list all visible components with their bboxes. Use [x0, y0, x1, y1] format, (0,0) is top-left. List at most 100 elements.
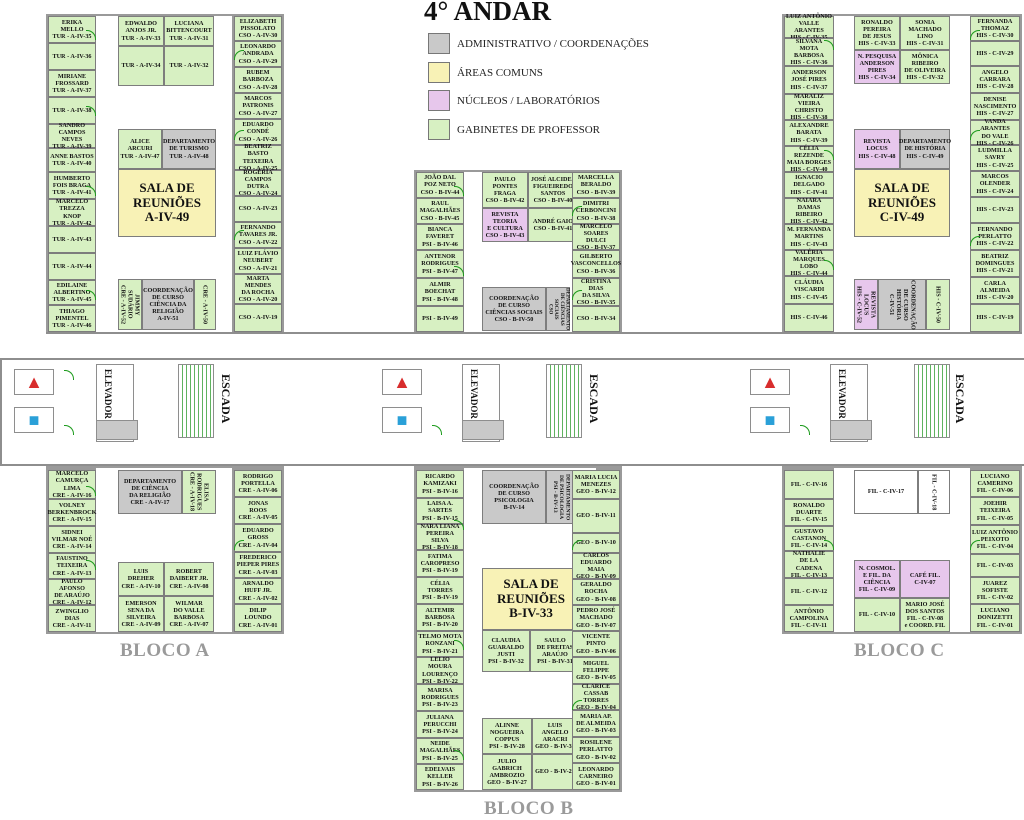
room[interactable]: CLARICE CASSAB TORRES GEO - B-IV-04 [572, 683, 620, 711]
room[interactable]: MARCELO TREZZA KNOP TUR - A-IV-42 [48, 198, 96, 227]
room[interactable]: MARCELLA BERALDO CSO - B-IV-39 [572, 172, 620, 198]
room[interactable]: CLAUDIA GUARALDO JUSTI PSI - B-IV-32 [482, 630, 530, 672]
meeting-room[interactable]: SALA DE REUNIÕES A-IV-49 [118, 169, 216, 237]
room[interactable]: CRISTINA DIAS DA SILVA CSO - B-IV-35 [572, 278, 620, 306]
room[interactable]: VICENTE PINTO GEO - B-IV-06 [572, 631, 620, 657]
room[interactable]: TUR - A-IV-43 [48, 226, 96, 253]
room[interactable]: HIS - C-IV-23 [970, 197, 1020, 223]
room[interactable]: LUCIANA BITTENCOURT TUR - A-IV-31 [164, 16, 214, 46]
room[interactable]: NATHALIE DE LA CADENA FIL - C-IV-13 [784, 550, 834, 579]
room[interactable]: SAULO DE FREITAS ARAÚJO PSI - B-IV-31 [530, 630, 580, 672]
room[interactable]: ARNALDO HUFF JR. CRE - A-IV-02 [234, 578, 282, 604]
room[interactable]: MARIA AP. DE ALMEIDA GEO - B-IV-03 [572, 710, 620, 737]
room[interactable]: EDUARDO CONDÉ CSO - A-IV-26 [234, 119, 282, 145]
room[interactable]: MARIA LUCIA MENEZES GEO - B-IV-12 [572, 470, 620, 499]
room[interactable]: ROGÉRIA CAMPOS DUTRA CSO - A-IV-24 [234, 169, 282, 197]
room[interactable]: JUAREZ SOFISTE FIL - C-IV-02 [970, 577, 1020, 604]
room[interactable]: JOEHIR TEIXEIRA FIL - C-IV-05 [970, 497, 1020, 525]
room[interactable]: TUR - A-IV-34 [118, 46, 164, 86]
room[interactable]: FIL - C-IV-03 [970, 554, 1020, 577]
room[interactable]: MÔNICA RIBEIRO DE OLIVEIRA HIS - C-IV-32 [900, 50, 950, 84]
room[interactable]: EDWALDO ANJOS JR. TUR - A-IV-33 [118, 16, 164, 46]
room[interactable]: BEATRIZ DOMINGUES HIS - C-IV-21 [970, 250, 1020, 277]
room[interactable]: ALTEMIR BARBOSA PSI - B-IV-20 [416, 604, 464, 631]
room[interactable]: LEONARDO ANDRADA CSO - A-IV-29 [234, 41, 282, 67]
room[interactable]: GILBERTO VASCONCELLOS CSO - B-IV-36 [571, 250, 621, 278]
room[interactable]: SONIA MACHADO LINO HIS - C-IV-31 [900, 16, 950, 50]
room[interactable]: MARCELO SOARES DULCI CSO - B-IV-37 [572, 223, 620, 251]
room[interactable]: DEPARTAMENTO DE HISTÓRIA HIS - C-IV-49 [899, 129, 951, 169]
restroom-male[interactable]: ■ [382, 407, 422, 433]
room[interactable]: CÉLIA TORRES PSI - B-IV-19 [416, 577, 464, 604]
room[interactable]: RODRIGO PORTELLA CRE - A-IV-06 [234, 470, 282, 497]
room[interactable]: DIMITRI CERBONCINI CSO - B-IV-38 [572, 198, 620, 224]
room[interactable]: LUIZ FLÁVIO NEUBERT CSO - A-IV-21 [234, 248, 282, 274]
room[interactable]: ALMIR BOECHAT PSI - B-IV-48 [416, 278, 464, 306]
room[interactable]: DEPARTAMENTO DE CIÊNCIA DA RELIGIÃO CRE … [118, 470, 182, 514]
room[interactable]: ANDERSON JOSÉ PIRES HIS - C-IV-37 [784, 66, 834, 94]
room[interactable]: N. PESQUISA ANDERSON PIRES HIS - C-IV-34 [854, 50, 900, 84]
room[interactable]: TUR - A-IV-44 [48, 253, 96, 280]
room[interactable]: ALICE ARCURI TUR - A-IV-47 [118, 129, 162, 169]
restroom-female[interactable]: ▲ [750, 369, 790, 395]
room[interactable]: MIGUEL FELIPPE GEO - B-IV-05 [572, 657, 620, 684]
room[interactable]: GEO - B-IV-10 [572, 533, 620, 553]
room[interactable]: RUBEM BARBOZA CSO - A-IV-28 [234, 67, 282, 93]
room[interactable]: CARLA ALMEIDA HIS - C-IV-20 [970, 277, 1020, 304]
room[interactable]: COORDENAÇÃO DE CURSO HISTÓRIA C-IV-51 [878, 279, 926, 330]
room[interactable]: FERNANDA THOMAZ HIS - C-IV-30 [970, 16, 1020, 41]
room[interactable]: CSO - B-IV-34 [572, 306, 620, 332]
room[interactable]: TUR - A-IV-32 [164, 46, 214, 86]
room[interactable]: DENISE NASCIMENTO HIS - C-IV-27 [970, 93, 1020, 120]
room[interactable]: IGNACIO DELGADO HIS - C-IV-41 [784, 172, 834, 198]
room[interactable]: FIL - C-IV-12 [784, 578, 834, 605]
restroom-female[interactable]: ▲ [14, 369, 54, 395]
room[interactable]: WILMAR DO VALLE BARBOSA CRE - A-IV-07 [164, 596, 214, 632]
room[interactable]: PSI - B-IV-49 [416, 306, 464, 332]
room[interactable]: FIL - C-IV-17 [854, 470, 918, 514]
room[interactable]: DEPARTAMENTO DE CIÊNCIAS SOCIAIS CSO [546, 287, 570, 331]
room[interactable]: CLÁUDIA VISCARDI HIS - C-IV-45 [784, 276, 834, 304]
room[interactable]: SIDNEI VILMAR NOÉ CRE - A-IV-14 [48, 526, 96, 553]
room[interactable]: MARIO JOSÉ DOS SANTOS FIL - C-IV-08 e CO… [900, 598, 950, 632]
room[interactable]: VANDA ARANTES DO VALE HIS - C-IV-26 [970, 118, 1020, 147]
room[interactable]: LAISA A. SARTES PSI - B-IV-15 [416, 498, 464, 524]
room[interactable]: CAFÉ FIL. C-IV-07 [900, 560, 950, 598]
room[interactable]: REVISTA LOCUS HIS - C-IV-48 [854, 129, 900, 169]
room[interactable]: LUIS DREHER CRE - A-IV-10 [118, 562, 164, 596]
room[interactable]: ANTÔNIO CAMPOLINA FIL - C-IV-11 [784, 605, 834, 632]
room[interactable]: DEPARTAMENTO DE TURISMO TUR - A-IV-48 [162, 129, 216, 169]
room[interactable]: FERNANDO TAVARES JR. CSO - A-IV-22 [234, 222, 282, 248]
room[interactable]: THIAGO PIMENTEL TUR - A-IV-46 [48, 305, 96, 332]
room[interactable]: COORDENAÇÃO DE CURSO PSICOLOGIA B-IV-14 [482, 470, 546, 524]
room[interactable]: CARLOS EDUARDO MAIA GEO - B-IV-09 [572, 552, 620, 580]
room[interactable]: FATIMA CAROPRESO PSI - B-IV-19 [416, 550, 464, 577]
room[interactable]: JONAS ROOS CRE - A-IV-05 [234, 497, 282, 524]
restroom-female[interactable]: ▲ [382, 369, 422, 395]
room[interactable]: MARCOS OLENDER HIS - C-IV-24 [970, 171, 1020, 197]
room[interactable]: FIL - C-IV-16 [784, 470, 834, 499]
room[interactable]: RONALDO DUARTE FIL - C-IV-15 [784, 499, 834, 526]
room[interactable]: EDELVAIS KELLER PSI - B-IV-26 [416, 764, 464, 790]
room[interactable]: LUCIANO CAMERINO FIL - C-IV-06 [970, 470, 1020, 497]
room[interactable]: PAULO PONTES FRAGA CSO - B-IV-42 [482, 172, 528, 208]
room[interactable]: LUIZ ANTÔNIO PEIXOTO FIL - C-IV-04 [970, 525, 1020, 554]
room[interactable]: FREDERICO PIEPER PIRES CRE - A-IV-03 [234, 552, 282, 578]
room[interactable]: JULIO GABRICH AMBROZIO GEO - B-IV-27 [482, 754, 532, 790]
room[interactable]: ALINNE NOGUEIRA COPPUS PSI - B-IV-28 [482, 718, 532, 754]
restroom-male[interactable]: ■ [750, 407, 790, 433]
room[interactable]: COORDENAÇÃO DE CURSO CIÊNCIA DA RELIGIÃO… [142, 279, 194, 330]
room[interactable]: RICARDO KAMIZAKI PSI - B-IV-16 [416, 470, 464, 498]
room[interactable]: NAIARA DAMAS RIBEIRO HIS - C-IV-42 [784, 197, 834, 225]
room[interactable]: M. FERNANDA MARTINS HIS - C-IV-43 [784, 224, 834, 250]
room[interactable]: TUR - A-IV-36 [48, 43, 96, 70]
restroom-male[interactable]: ■ [14, 407, 54, 433]
room[interactable]: MARCOS PATRONIS CSO - A-IV-27 [234, 93, 282, 119]
room[interactable]: EDUARDO GROSS CRE - A-IV-04 [234, 524, 282, 552]
room[interactable]: JOSÉ ALCIDES FIGUEIREDO SANTOS CSO - B-I… [528, 172, 578, 208]
room[interactable]: HIS - C-IV-50 [926, 279, 950, 330]
room[interactable]: SILVANA MOTA BARBOSA HIS - C-IV-36 [784, 38, 834, 66]
room[interactable]: FERNANDO PERLATTO HIS - C-IV-22 [970, 223, 1020, 250]
meeting-room[interactable]: SALA DE REUNIÕES C-IV-49 [854, 169, 950, 237]
room[interactable]: TELMO MOTA RONZANI PSI - B-IV-21 [416, 631, 464, 657]
